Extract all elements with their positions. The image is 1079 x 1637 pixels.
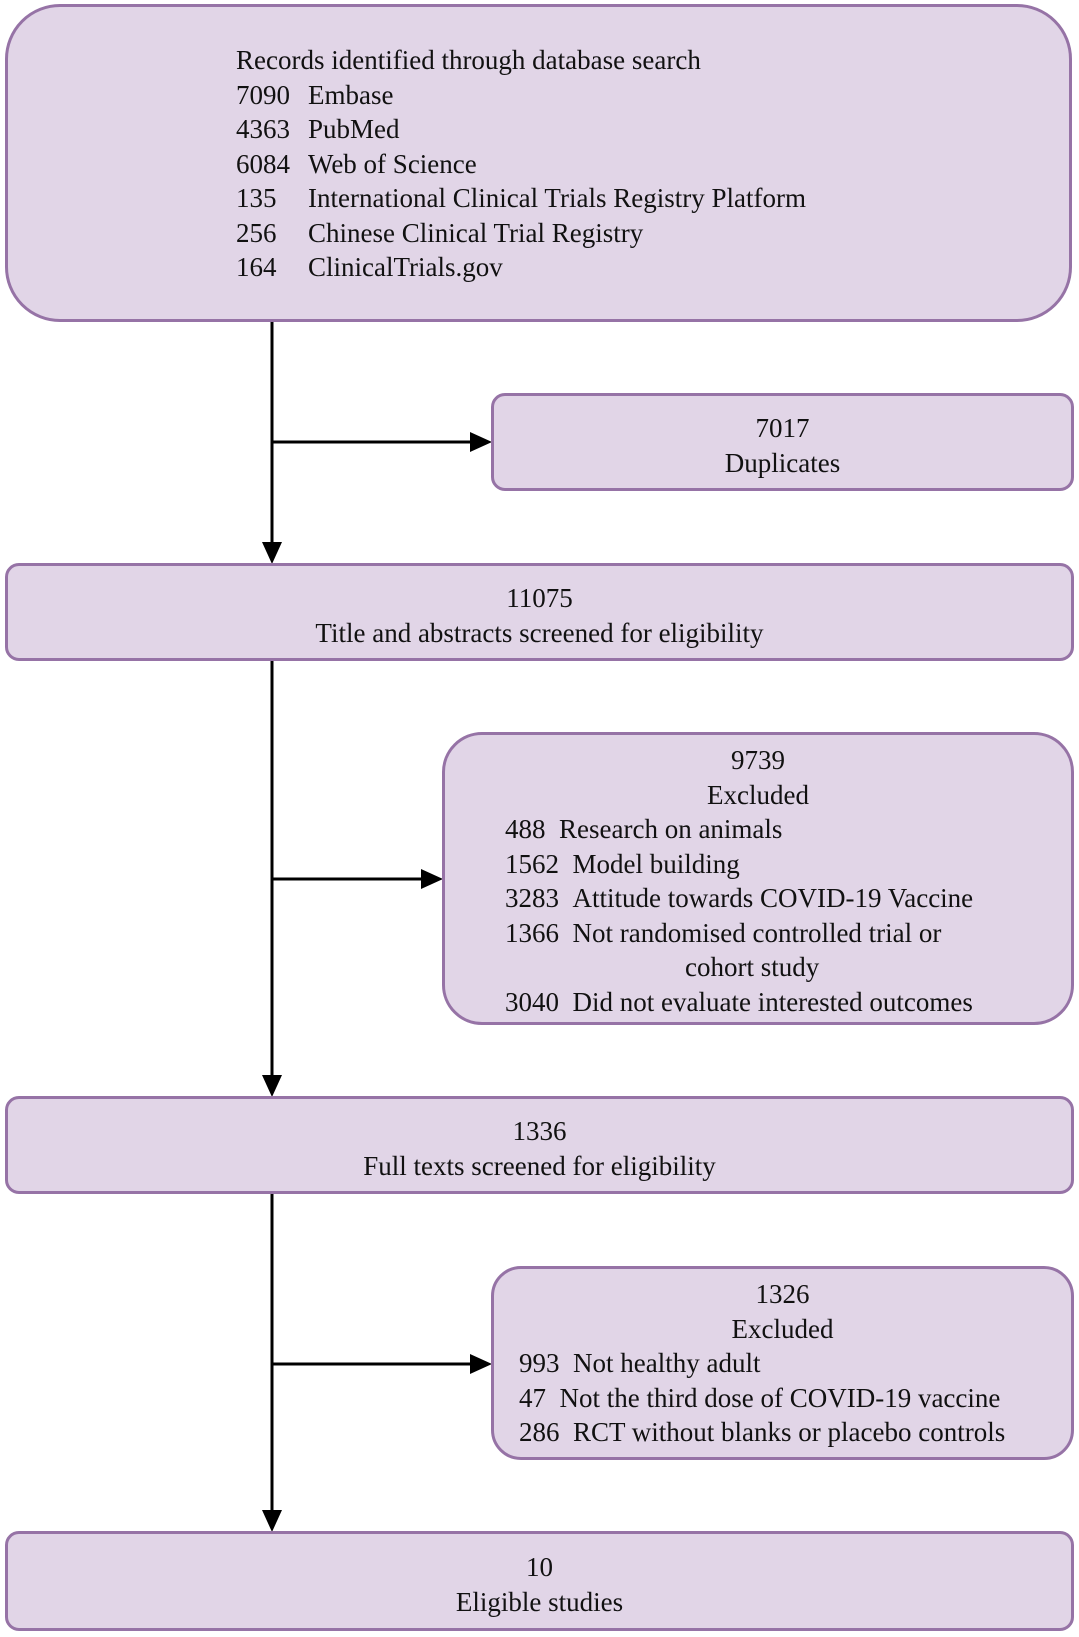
exclusion-count: 1562 (505, 848, 559, 879)
arrowhead-to-excluded-1 (421, 869, 443, 889)
exclusion-reason: 3040 Did not evaluate interested outcome… (445, 985, 1071, 1020)
fulltext-label: Full texts screened for eligibility (363, 1150, 716, 1181)
arrowhead-to-eligible (262, 1510, 282, 1532)
record-source: ClinicalTrials.gov (308, 252, 503, 282)
exclusion-reason: 1562 Model building (445, 847, 1071, 882)
record-source-row: 135 International Clinical Trials Registr… (236, 181, 1069, 216)
excluded-fulltext-count: 1326 (755, 1279, 810, 1309)
exclusion-count: 993 (519, 1348, 560, 1378)
exclusion-reason: 286 RCT without blanks or placebo contro… (494, 1415, 1071, 1450)
arrowhead-to-duplicates (470, 432, 492, 452)
record-source: International Clinical Trials Registry P… (308, 183, 806, 213)
arrowhead-to-screened (262, 542, 282, 564)
exclusion-label-continuation: cohort study (685, 952, 820, 982)
exclusion-label: Not the third dose of COVID-19 vaccine (559, 1382, 1001, 1413)
record-count: 256 (236, 217, 277, 248)
exclusion-count: 3283 (505, 883, 559, 913)
record-source-row: 6084 Web of Science (236, 147, 1069, 182)
record-source: Embase (308, 79, 394, 110)
exclusion-reason: 1366 Not randomised controlled trial or (445, 916, 1071, 951)
exclusion-count: 488 (505, 814, 546, 844)
eligible-count: 10 (526, 1552, 553, 1582)
record-count: 7090 (236, 79, 290, 110)
exclusion-label: Not randomised controlled trial or (572, 917, 942, 948)
fulltext-exclusion-box: 1326 Excluded 993 Not healthy adult 47 N… (491, 1266, 1074, 1460)
excluded-abstract-label: Excluded (707, 779, 809, 810)
record-source-row: 256 Chinese Clinical Trial Registry (236, 216, 1069, 251)
record-count: 4363 (236, 114, 290, 144)
exclusion-label: Research on animals (559, 814, 783, 844)
screened-count: 11075 (506, 583, 573, 613)
duplicates-box: 7017 Duplicates (491, 393, 1074, 491)
record-count: 135 (236, 183, 277, 213)
duplicates-label: Duplicates (724, 447, 841, 478)
abstract-screening-box: 11075 Title and abstracts screened for e… (5, 563, 1074, 661)
excluded-fulltext-label: Excluded (731, 1313, 834, 1344)
record-count: 164 (236, 252, 277, 282)
abstract-exclusion-box: 9739 Excluded 488 Research on animals 15… (442, 732, 1074, 1025)
duplicates-count: 7017 (755, 413, 810, 443)
record-source: Web of Science (308, 148, 477, 179)
records-identified-box: Records identified through database sear… (5, 4, 1072, 322)
exclusion-count: 3040 (505, 986, 559, 1017)
fulltext-count: 1336 (512, 1116, 567, 1146)
exclusion-label: Did not evaluate interested outcomes (572, 986, 973, 1017)
exclusion-reason: 47 Not the third dose of COVID-19 vaccin… (494, 1381, 1071, 1416)
record-count: 6084 (236, 148, 290, 179)
fulltext-screening-box: 1336 Full texts screened for eligibility (5, 1096, 1074, 1194)
record-source-row: 4363 PubMed (236, 112, 1069, 147)
eligible-label: Eligible studies (455, 1586, 624, 1617)
records-title: Records identified through database sear… (236, 45, 701, 75)
exclusion-reason: 993 Not healthy adult (494, 1346, 1071, 1381)
arrowhead-to-fulltext (262, 1075, 282, 1097)
record-source-row: 7090 Embase (236, 78, 1069, 113)
record-source: Chinese Clinical Trial Registry (308, 217, 644, 248)
exclusion-label: Attitude towards COVID-19 Vaccine (572, 883, 974, 913)
exclusion-label: Not healthy adult (573, 1348, 761, 1378)
record-source: PubMed (308, 114, 400, 144)
exclusion-count: 47 (519, 1382, 546, 1413)
exclusion-reason: 3283 Attitude towards COVID-19 Vaccine (445, 881, 1071, 916)
exclusion-reason: 488 Research on animals (445, 812, 1071, 847)
exclusion-label: Model building (572, 848, 740, 879)
arrowhead-to-excluded-2 (470, 1354, 492, 1374)
screened-label: Title and abstracts screened for eligibi… (315, 617, 764, 648)
exclusion-label: RCT without blanks or placebo controls (573, 1417, 1006, 1447)
excluded-abstract-count: 9739 (731, 745, 785, 775)
eligible-studies-box: 10 Eligible studies (5, 1531, 1074, 1631)
exclusion-count: 286 (519, 1417, 560, 1447)
record-source-row: 164 ClinicalTrials.gov (236, 250, 1069, 285)
exclusion-count: 1366 (505, 917, 559, 948)
